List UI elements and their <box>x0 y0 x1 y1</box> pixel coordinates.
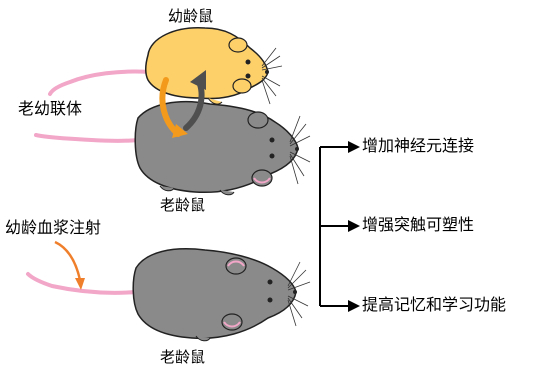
young-mouse-label: 幼龄鼠 <box>168 7 214 25</box>
outcome-arrow-3-head <box>348 300 360 312</box>
parabiosis-label: 老幼联体 <box>18 99 83 118</box>
young-mouse-tail <box>48 69 152 96</box>
young-plasma-injection-label: 幼龄血浆注射 <box>5 218 102 237</box>
old-mouse-bottom-eye <box>267 279 273 285</box>
old-mouse-top-tail <box>34 133 142 143</box>
outcome-synaptic-plasticity: 增强突触可塑性 <box>362 215 475 234</box>
outcome-bracket <box>319 146 350 307</box>
old-mouse-top-body <box>134 100 299 194</box>
old-mouse-bottom-eye-2 <box>267 297 273 303</box>
old-mouse-bottom-whiskers <box>287 261 311 327</box>
injection-arrowhead <box>75 278 85 290</box>
outcome-arrow-1-head <box>348 141 360 153</box>
old-mouse-top-nose <box>295 147 299 151</box>
young-mouse-eye <box>245 59 251 65</box>
old-mouse-top-foot <box>219 189 235 196</box>
old-mouse-top-label: 老龄鼠 <box>160 196 206 214</box>
young-mouse-whiskers <box>261 47 283 105</box>
old-mouse-bottom-body <box>132 248 297 340</box>
old-mouse-bottom <box>26 248 311 342</box>
outcome-arrow-2-head <box>348 220 360 232</box>
outcome-neuron-connections: 增加神经元连接 <box>362 136 475 155</box>
young-mouse <box>48 27 283 105</box>
young-mouse-ear-front <box>232 78 252 94</box>
old-mouse-bottom-tail <box>26 272 138 295</box>
old-mouse-top-whiskers <box>289 115 311 185</box>
old-mouse-top-ear-back <box>247 111 269 129</box>
outcome-memory-learning: 提高记忆和学习功能 <box>362 295 507 314</box>
old-mouse-bottom-label: 老龄鼠 <box>160 348 206 366</box>
old-mouse-bottom-nose <box>293 290 297 294</box>
young-mouse-eye-2 <box>245 73 251 79</box>
circulation-arrow-orange-head <box>172 124 188 138</box>
old-mouse-top-eye-2 <box>269 153 275 159</box>
young-mouse-nose <box>265 70 269 74</box>
old-mouse-top-eye <box>269 137 275 143</box>
young-mouse-ear-back <box>228 37 248 53</box>
circulation-arrow-gray-head <box>190 70 206 90</box>
injection-line <box>54 240 82 281</box>
